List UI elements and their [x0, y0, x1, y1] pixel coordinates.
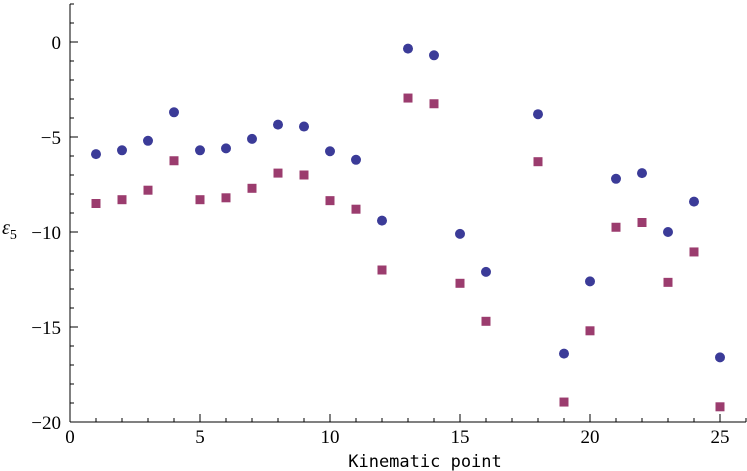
- data-point-circle: [455, 228, 465, 239]
- data-point-circle: [403, 43, 413, 54]
- data-point-circle: [143, 135, 153, 146]
- data-point-square: [221, 193, 231, 203]
- data-point-circle: [377, 215, 387, 226]
- x-tick-label: 20: [581, 427, 600, 448]
- data-point-square: [117, 195, 127, 205]
- data-point-circle: [533, 109, 543, 120]
- data-point-circle: [195, 145, 205, 156]
- data-point-circle: [299, 121, 309, 132]
- y-tick-label: −20: [31, 413, 61, 434]
- data-point-square: [195, 195, 205, 205]
- data-point-circle: [247, 133, 257, 144]
- x-tick-label: 0: [65, 427, 75, 448]
- x-tick-label: 25: [711, 427, 730, 448]
- y-tick-label: −5: [41, 128, 61, 149]
- data-point-circle: [559, 348, 569, 359]
- data-point-square: [559, 397, 569, 407]
- data-point-circle: [169, 107, 179, 118]
- data-point-square: [715, 402, 725, 412]
- data-point-circle: [481, 266, 491, 277]
- data-point-circle: [689, 196, 699, 207]
- data-point-square: [455, 278, 465, 288]
- data-point-square: [247, 183, 257, 193]
- x-ticks: 0 5 10 15 20 25: [65, 414, 747, 448]
- data-point-square: [663, 277, 673, 287]
- data-point-circle: [715, 352, 725, 363]
- data-point-circle: [663, 227, 673, 237]
- data-point-circle: [611, 173, 621, 184]
- data-point-circle: [637, 168, 647, 179]
- y-tick-label: 0: [52, 33, 62, 54]
- x-tick-label: 5: [195, 427, 205, 448]
- data-point-circle: [429, 50, 439, 61]
- data-point-square: [377, 265, 387, 275]
- y-ticks: 0 −5 −10 −15 −20: [31, 3, 78, 434]
- x-tick-label: 15: [451, 427, 470, 448]
- y-axis-label: ε5: [2, 217, 17, 243]
- data-point-square: [429, 99, 439, 109]
- y-axis-label-main: ε: [2, 217, 10, 239]
- data-point-square: [585, 326, 595, 336]
- data-point-circle: [325, 146, 335, 157]
- series-layer: [91, 43, 725, 412]
- data-point-square: [351, 204, 361, 214]
- x-axis-label: Kinematic point: [348, 452, 502, 471]
- x-tick-label: 10: [321, 427, 340, 448]
- y-axis-label-subscript: 5: [10, 228, 17, 243]
- data-point-square: [481, 316, 491, 326]
- axes: 0 5 10 15 20 25 0 −5 −10 −15 −20: [31, 3, 747, 448]
- data-point-square: [611, 222, 621, 232]
- data-point-square: [169, 156, 179, 166]
- data-point-square: [533, 157, 543, 167]
- data-point-circle: [221, 143, 231, 154]
- data-point-circle: [585, 276, 595, 287]
- y-tick-label: −10: [31, 223, 61, 244]
- data-point-circle: [351, 154, 361, 165]
- data-point-circle: [91, 149, 101, 160]
- data-point-square: [403, 93, 413, 103]
- data-point-square: [299, 170, 309, 180]
- series-1: [91, 43, 725, 363]
- data-point-square: [143, 185, 153, 195]
- series-2: [91, 93, 725, 412]
- y-tick-label: −15: [31, 318, 61, 339]
- data-point-circle: [273, 119, 283, 130]
- data-point-square: [273, 168, 283, 178]
- data-point-square: [689, 247, 699, 257]
- data-point-square: [637, 218, 647, 227]
- data-point-square: [325, 196, 335, 206]
- data-point-square: [91, 199, 101, 208]
- data-point-circle: [117, 145, 127, 156]
